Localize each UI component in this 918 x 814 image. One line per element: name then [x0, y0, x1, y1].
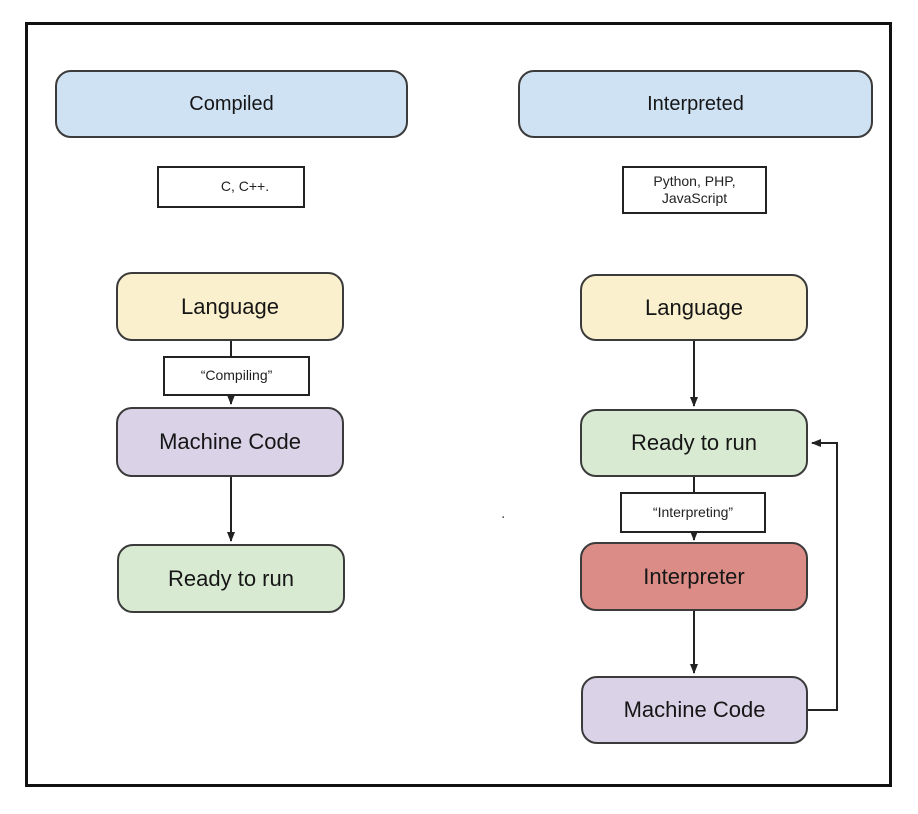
compiled-machine-code-node: Machine Code [116, 407, 344, 477]
stray-dot: . [501, 505, 506, 522]
compiling-label-box: “Compiling” [163, 356, 310, 396]
compiled-language-label: Language [181, 293, 279, 319]
compiled-examples-box: C, C++. [157, 166, 305, 208]
interpreted-examples-box: Python, PHP, JavaScript [622, 166, 767, 214]
interpreted-interpreter-node: Interpreter [580, 542, 808, 611]
compiled-language-node: Language [116, 272, 344, 341]
interpreted-interpreter-label: Interpreter [643, 563, 745, 589]
interpreting-label-box: “Interpreting” [620, 492, 766, 533]
compiled-ready-node: Ready to run [117, 544, 345, 613]
arrow-loop-machine-to-ready [808, 439, 838, 711]
interpreted-examples-label: Python, PHP, JavaScript [653, 172, 736, 207]
interpreted-machine-code-label: Machine Code [623, 697, 766, 722]
interpreting-label: “Interpreting” [652, 503, 734, 520]
compiled-machine-code-label: Machine Code [159, 429, 301, 454]
interpreted-header-box: Interpreted [518, 70, 873, 138]
interpreted-language-label: Language [645, 294, 743, 320]
interpreted-ready-node: Ready to run [580, 409, 808, 477]
compiled-ready-label: Ready to run [168, 565, 294, 591]
interpreted-machine-code-node: Machine Code [581, 676, 808, 744]
interpreted-header-label: Interpreted [647, 92, 744, 115]
compiled-header-box: Compiled [55, 70, 408, 138]
outer-frame [25, 22, 892, 787]
interpreted-ready-label: Ready to run [631, 430, 757, 455]
compiling-label: “Compiling” [200, 367, 273, 384]
compiled-header-label: Compiled [189, 92, 274, 115]
interpreted-language-node: Language [580, 274, 808, 341]
compiled-examples-label: C, C++. [220, 178, 270, 195]
